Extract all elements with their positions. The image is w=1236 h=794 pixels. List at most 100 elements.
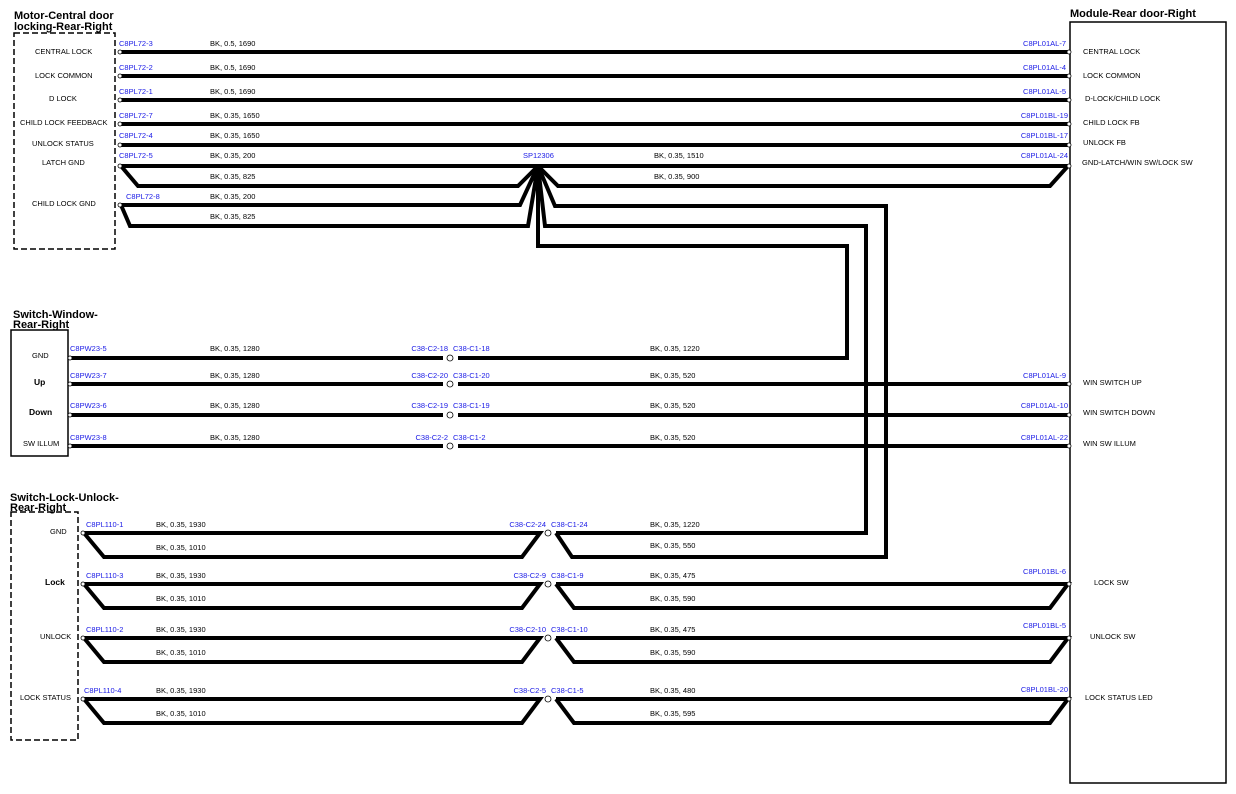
- connector-label: C8PL01BL-20: [1021, 685, 1068, 694]
- module-pin-label: UNLOCK FB: [1083, 138, 1126, 147]
- wire-lock-lock-right: [554, 582, 1072, 610]
- window-switch-title-line-1: Switch-Window-: [13, 309, 98, 321]
- connector-label: C38-C2-9: [513, 571, 546, 580]
- connector-label: C38-C2-10: [509, 625, 546, 634]
- wire-lock-lock-left: [82, 582, 544, 610]
- module-pin-label: LOCK STATUS LED: [1085, 693, 1153, 702]
- wire-spec-label: BK, 0.35, 590: [650, 648, 695, 657]
- motor-pin-label: CHILD LOCK GND: [32, 199, 96, 208]
- module-pin-label: CHILD LOCK FB: [1083, 118, 1140, 127]
- wire-spec-label: BK, 0.35, 550: [650, 541, 695, 550]
- wire-spec-label: BK, 0.35, 1280: [210, 371, 260, 380]
- connector-label: C8PL01AL-7: [1023, 39, 1066, 48]
- connector-label: C8PL01AL-10: [1021, 401, 1068, 410]
- motor-title-line-1: Motor-Central door: [14, 10, 114, 22]
- module-pin-label: D-LOCK/CHILD LOCK: [1085, 94, 1160, 103]
- module-pin-label: CENTRAL LOCK: [1083, 47, 1140, 56]
- connector-label: C8PL72-1: [119, 87, 153, 96]
- wire-spec-label: BK, 0.35, 1510: [654, 151, 704, 160]
- wire-spec-label: BK, 0.35, 520: [650, 433, 695, 442]
- wire-lock-status-right: [554, 697, 1072, 725]
- wire-child-lock-gnd-loop: [119, 165, 540, 228]
- connector-label: C8PL01BL-5: [1023, 621, 1066, 630]
- wire-spec-label: BK, 0.35, 590: [650, 594, 695, 603]
- wire-spec-label: BK, 0.35, 825: [210, 212, 255, 221]
- connector-label: C8PL110-4: [84, 686, 121, 695]
- motor-component-box: [13, 32, 116, 250]
- connector-label: C8PL01BL-6: [1023, 567, 1066, 576]
- lock-pin-label: UNLOCK: [40, 632, 71, 641]
- wire-spec-label: BK, 0.35, 520: [650, 401, 695, 410]
- connector-label: C8PL01AL-5: [1023, 87, 1066, 96]
- wire-latch-gnd-loop: [119, 164, 540, 188]
- wire-spec-label: BK, 0.5, 1690: [210, 39, 255, 48]
- motor-pin-label: CHILD LOCK FEEDBACK: [20, 118, 108, 127]
- connector-label: C8PL72-3: [119, 39, 153, 48]
- connector-label: C8PL01AL-22: [1021, 433, 1068, 442]
- connector-label: C8PL110-1: [86, 520, 123, 529]
- lock-switch-title-line-1: Switch-Lock-Unlock-: [10, 492, 119, 504]
- wire-spec-label: BK, 0.35, 1280: [210, 433, 260, 442]
- wire-spec-label: BK, 0.35, 1930: [156, 625, 206, 634]
- wire-lock-gnd-left: [82, 531, 544, 559]
- connector-label: C8PL110-2: [86, 625, 123, 634]
- splice-label: SP12306: [523, 151, 554, 160]
- motor-title-line-2: locking-Rear-Right: [14, 21, 113, 33]
- wire-splice-to-lock-gnd-b: [536, 165, 888, 559]
- connector-label: C38-C1-5: [551, 686, 584, 695]
- window-pin-label: Down: [29, 407, 52, 417]
- wire-spec-label: BK, 0.35, 825: [210, 172, 255, 181]
- connector-label: C38-C1-20: [453, 371, 490, 380]
- wire-spec-label: BK, 0.35, 1010: [156, 648, 206, 657]
- connector-label: C38-C1-9: [551, 571, 584, 580]
- connector-label: C8PL72-7: [119, 111, 153, 120]
- module-pin-label: GND-LATCH/WIN SW/LOCK SW: [1082, 158, 1194, 167]
- connector-label: C8PL01AL-9: [1023, 371, 1066, 380]
- module-component-box: [1069, 21, 1227, 784]
- wire-lock-unlock-left: [82, 636, 544, 664]
- wire-lock-status-left: [82, 697, 544, 725]
- wire-spec-label: BK, 0.35, 520: [650, 371, 695, 380]
- connector-label: C8PL01BL-17: [1021, 131, 1068, 140]
- connector-label: C8PL01AL-24: [1021, 151, 1068, 160]
- wire-spec-label: BK, 0.35, 1280: [210, 401, 260, 410]
- lock-pin-label: Lock: [45, 577, 65, 587]
- wire-spec-label: BK, 0.35, 1650: [210, 131, 260, 140]
- wire-spec-label: BK, 0.35, 200: [210, 151, 255, 160]
- connector-label: C38-C1-19: [453, 401, 490, 410]
- wire-splice-to-module: [536, 164, 1070, 188]
- wire-spec-label: BK, 0.35, 1220: [650, 520, 700, 529]
- connector-label: C8PL72-2: [119, 63, 153, 72]
- module-pin-label: WIN SW ILLUM: [1083, 439, 1136, 448]
- module-pin-label: WIN SWITCH UP: [1083, 378, 1142, 387]
- module-title: Module-Rear door-Right: [1070, 8, 1196, 20]
- wire-spec-label: BK, 0.35, 1930: [156, 520, 206, 529]
- connector-label: C38-C1-10: [551, 625, 588, 634]
- connector-label: C38-C2-18: [411, 344, 448, 353]
- connector-label: C8PL72-5: [119, 151, 153, 160]
- wire-spec-label: BK, 0.35, 475: [650, 571, 695, 580]
- module-pin-label: LOCK COMMON: [1083, 71, 1141, 80]
- wire-spec-label: BK, 0.35, 475: [650, 625, 695, 634]
- wire-spec-label: BK, 0.35, 1010: [156, 594, 206, 603]
- wire-spec-label: BK, 0.35, 1930: [156, 686, 206, 695]
- connector-label: C8PL72-4: [119, 131, 153, 140]
- connector-label: C38-C2-19: [411, 401, 448, 410]
- lock-pin-label: GND: [50, 527, 67, 536]
- connector-label: C38-C2-24: [509, 520, 546, 529]
- module-pin-label: LOCK SW: [1094, 578, 1130, 587]
- motor-pin-label: LOCK COMMON: [35, 71, 93, 80]
- connector-label: C8PL110-3: [86, 571, 123, 580]
- connector-label: C8PW23-5: [70, 344, 107, 353]
- wire-spec-label: BK, 0.35, 1930: [156, 571, 206, 580]
- connector-label: C38-C1-2: [453, 433, 486, 442]
- window-pin-label: SW ILLUM: [23, 439, 59, 448]
- wire-spec-label: BK, 0.35, 1280: [210, 344, 260, 353]
- wire-spec-label: BK, 0.35, 1650: [210, 111, 260, 120]
- connector-label: C8PW23-8: [70, 433, 107, 442]
- motor-pin-label: LATCH GND: [42, 158, 85, 167]
- motor-pin-label: D LOCK: [49, 94, 77, 103]
- window-switch-title-line-2: Rear-Right: [13, 319, 70, 331]
- connector-label: C38-C2-20: [411, 371, 448, 380]
- lock-pin-label: LOCK STATUS: [20, 693, 71, 702]
